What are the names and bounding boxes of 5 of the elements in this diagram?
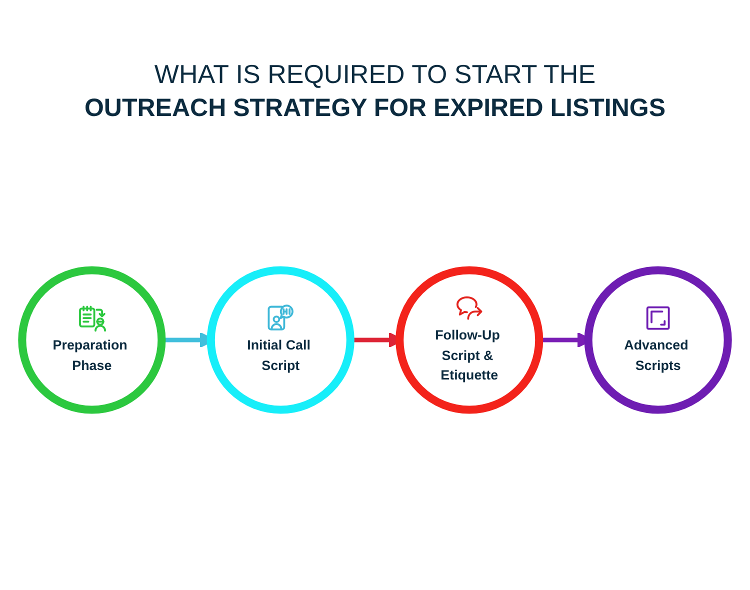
title: WHAT IS REQUIRED TO START THE OUTREACH STRATEGY FOR EXPIRED LISTINGS [84, 58, 666, 124]
node-circle: Initial Call Script [206, 266, 354, 414]
node-circle: Follow-Up Script & Etiquette [396, 266, 544, 414]
node-circle: Advanced Scripts [584, 266, 732, 414]
node-circle: Preparation Phase [18, 266, 166, 414]
